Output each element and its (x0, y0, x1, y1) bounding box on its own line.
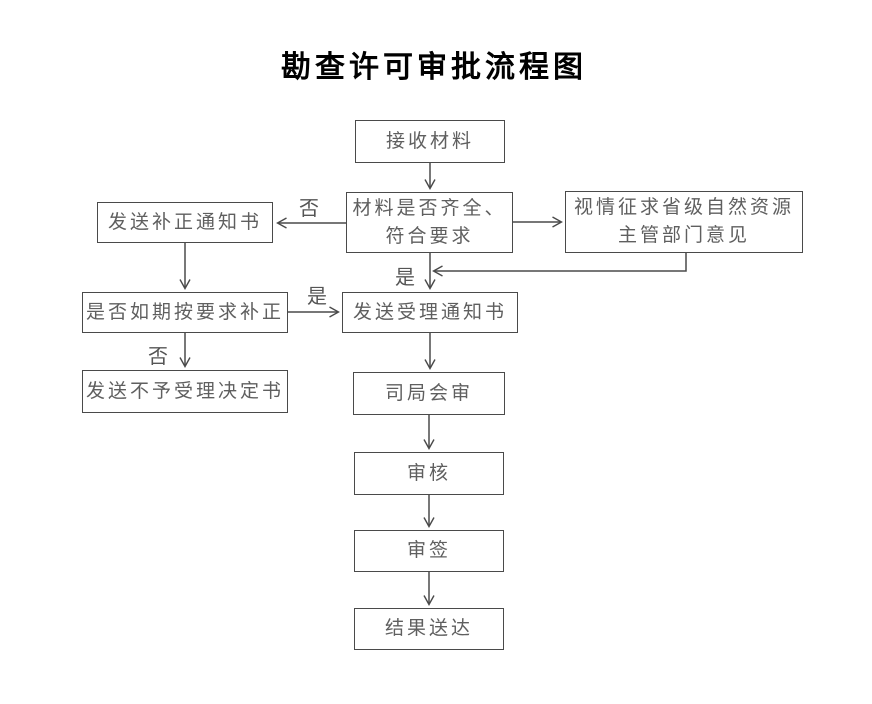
node-department-joint-review: 司局会审 (353, 372, 505, 415)
flowchart-title: 勘查许可审批流程图 (281, 51, 587, 84)
edge-label-corrected-yes: 是 (307, 286, 327, 308)
edge-label-check-no: 否 (299, 198, 319, 220)
edge-label-corrected-no: 否 (148, 346, 168, 368)
node-approval-sign: 审签 (354, 530, 504, 572)
edge-label-check-yes: 是 (395, 267, 415, 289)
edge-consult-merge (432, 253, 687, 277)
node-result-delivery: 结果送达 (354, 608, 504, 650)
node-send-correction-notice: 发送补正通知书 (97, 202, 273, 243)
node-send-acceptance-notice: 发送受理通知书 (342, 292, 518, 333)
node-review: 审核 (354, 452, 504, 495)
node-consult-provincial-authority: 视情征求省级自然资源 主管部门意见 (565, 191, 803, 253)
node-corrected-on-time-decision: 是否如期按要求补正 (82, 292, 288, 333)
node-materials-complete-decision: 材料是否齐全、 符合要求 (346, 192, 513, 253)
node-send-rejection-decision: 发送不予受理决定书 (82, 370, 288, 413)
node-receive-materials: 接收材料 (355, 120, 505, 163)
